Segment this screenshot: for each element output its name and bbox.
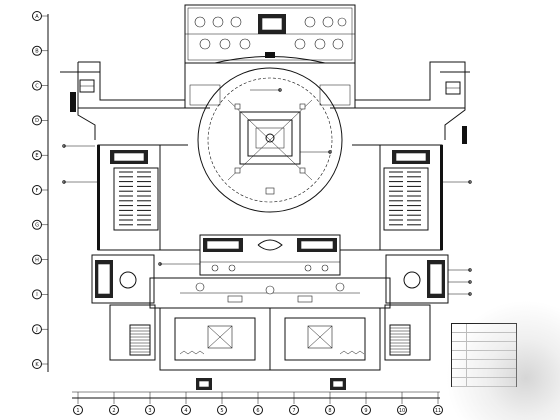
- leader-dot: [62, 180, 66, 184]
- grid-column-marker: 1: [73, 392, 83, 415]
- leader-dot: [158, 262, 162, 266]
- grid-column-marker: 7: [289, 392, 299, 415]
- grid-row-label: E: [35, 153, 38, 159]
- west-stair: [130, 327, 150, 353]
- main-hall-walls: [60, 61, 470, 140]
- grid-row-label: C: [35, 83, 39, 89]
- grid-column-label: 3: [148, 408, 151, 414]
- grid-row-marker: J: [32, 324, 48, 335]
- grid-column-marker: 2: [109, 392, 119, 415]
- leader-dot: [468, 292, 472, 296]
- grid-column-label: 9: [364, 408, 367, 414]
- grid-row-label: I: [36, 292, 37, 298]
- grid-row-label: J: [35, 327, 37, 333]
- grid-column-label: 5: [220, 408, 223, 414]
- east-stair: [390, 327, 410, 353]
- grid-row-marker: I: [32, 289, 48, 300]
- grid-row-marker: A: [32, 11, 48, 21]
- grid-row-marker: K: [32, 359, 48, 369]
- grid-row-marker: F: [32, 185, 48, 195]
- leader-dot: [278, 88, 282, 92]
- leader-markers: [62, 88, 472, 296]
- legend-row: [452, 360, 516, 369]
- grid-column-marker: 5: [217, 392, 227, 415]
- row-markers: A B C D E F G H I J K: [32, 11, 48, 369]
- grid-row-marker: D: [32, 115, 48, 126]
- grid-row-label: G: [35, 223, 39, 229]
- grid-row-marker: H: [32, 254, 48, 265]
- legend-row: [452, 351, 516, 360]
- annotation-leaders: [62, 88, 472, 296]
- leader-dot: [62, 144, 66, 148]
- grid-row-label: F: [36, 188, 39, 194]
- grid-row-label: A: [35, 14, 39, 20]
- south-rooms: [159, 307, 381, 390]
- central-rotunda: [197, 67, 343, 213]
- legend-table: [451, 323, 517, 387]
- grid-column-marker: 4: [181, 392, 191, 415]
- north-pavilion: [184, 4, 356, 64]
- west-auditorium-seating: [119, 171, 151, 226]
- grid-column-marker: 8: [325, 392, 335, 415]
- grid-column-label: 7: [292, 408, 295, 414]
- legend-row: [452, 369, 516, 378]
- legend-row: [452, 378, 516, 387]
- corner-details: [70, 79, 467, 144]
- column-markers: 1 2 3 4 5 6 7 8 9 10 11: [73, 392, 443, 415]
- left-grid-axis: A B C D E F G H I J K: [32, 11, 49, 372]
- south-lobby: [149, 277, 391, 309]
- grid-column-label: 10: [399, 408, 405, 414]
- grid-column-marker: 11: [433, 392, 443, 415]
- leader-dot: [328, 150, 332, 154]
- grid-column-marker: 3: [145, 392, 155, 415]
- grid-column-marker: 6: [253, 392, 263, 415]
- grid-row-marker: C: [32, 80, 48, 91]
- grid-column-marker: 9: [361, 392, 371, 415]
- grid-column-label: 8: [328, 408, 331, 414]
- southeast-wing: [384, 254, 449, 361]
- grid-row-label: D: [35, 118, 39, 124]
- east-auditorium-seating: [389, 171, 421, 226]
- central-corridor: [199, 234, 341, 276]
- grid-column-marker: 10: [397, 392, 407, 415]
- southwest-wing: [91, 254, 156, 361]
- grid-row-marker: E: [32, 150, 48, 161]
- east-wing: [340, 144, 443, 251]
- west-wing: [97, 144, 200, 251]
- grid-row-marker: G: [32, 219, 48, 230]
- bottom-grid-axis: 1 2 3 4 5 6 7 8 9 10 11: [72, 391, 443, 415]
- leader-dot: [468, 268, 472, 272]
- leader-dot: [468, 180, 472, 184]
- legend-row: [452, 324, 516, 333]
- legend-row: [452, 342, 516, 351]
- leader-dot: [468, 280, 472, 284]
- grid-column-label: 11: [435, 408, 441, 414]
- grid-column-label: 6: [256, 408, 259, 414]
- grid-row-marker: B: [32, 45, 48, 56]
- grid-column-label: 2: [112, 408, 115, 414]
- grid-row-label: H: [35, 257, 39, 263]
- grid-column-label: 4: [184, 408, 187, 414]
- grid-row-label: B: [35, 49, 39, 55]
- legend-row: [452, 333, 516, 342]
- grid-row-label: K: [35, 362, 39, 368]
- grid-column-label: 1: [76, 408, 79, 414]
